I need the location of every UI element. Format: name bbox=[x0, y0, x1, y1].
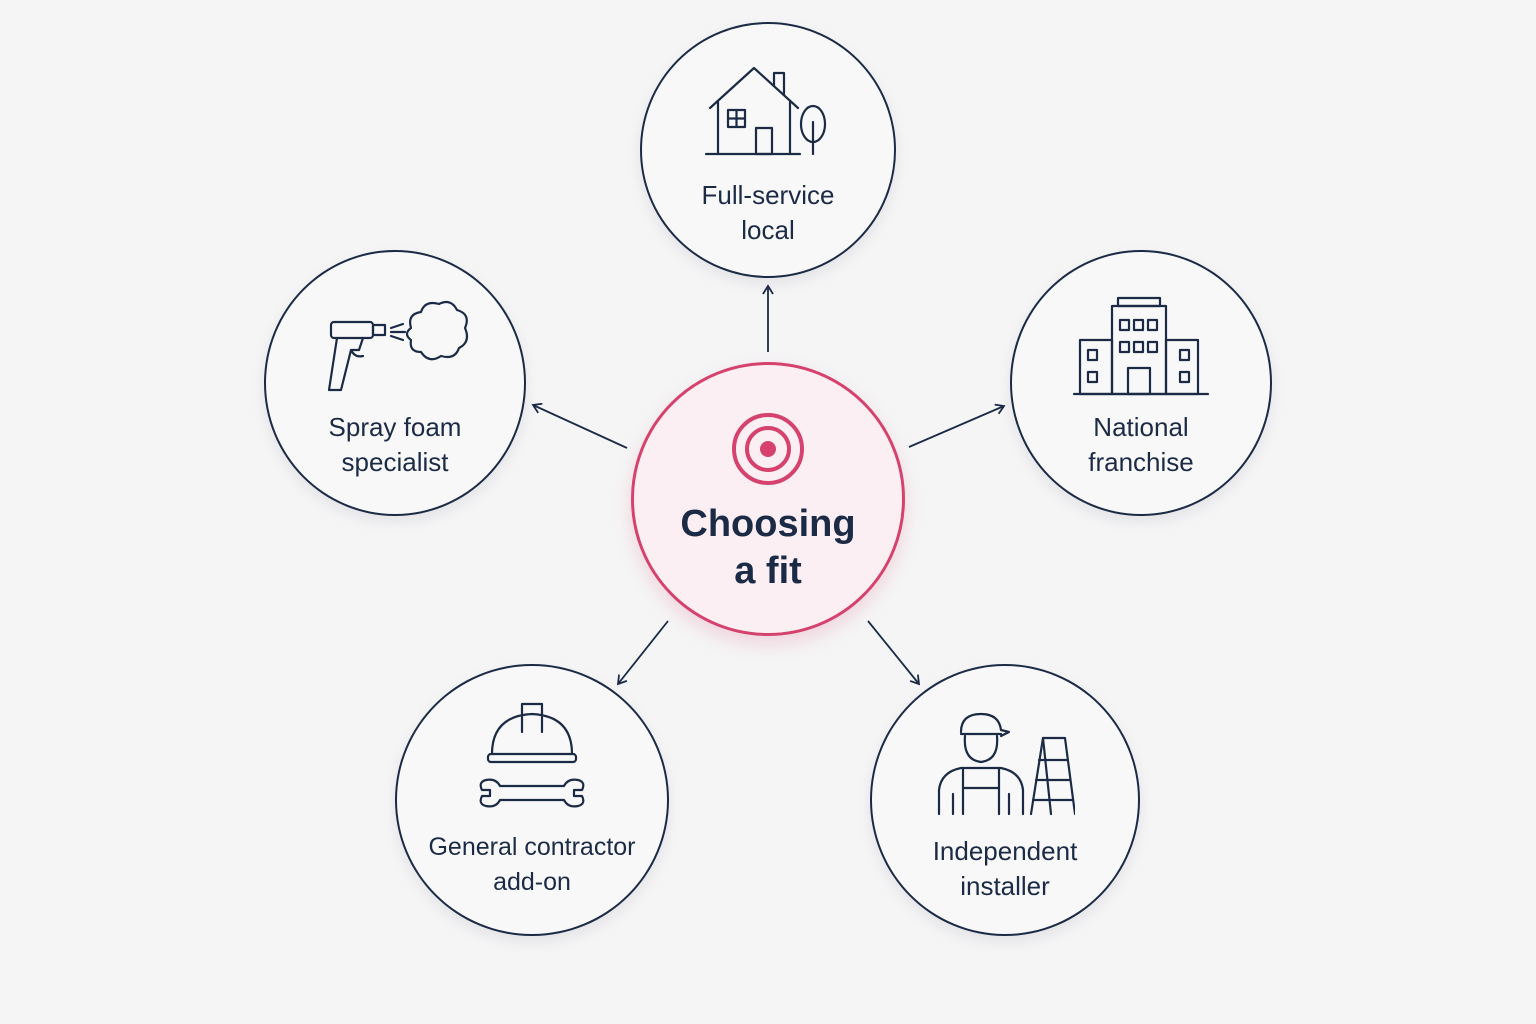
node-national-label: National franchise bbox=[1020, 410, 1262, 480]
independent-label-line-1: Independent bbox=[932, 836, 1078, 866]
center-label-line-2: a fit bbox=[734, 550, 802, 592]
house-tree-icon bbox=[704, 64, 832, 163]
node-spray-foam-label: Spray foam specialist bbox=[274, 410, 516, 480]
node-national-franchise: National franchise bbox=[1010, 250, 1272, 516]
node-spray-foam-specialist: Spray foam specialist bbox=[264, 250, 526, 516]
spray-foam-label-line-2: specialist bbox=[341, 447, 449, 477]
node-full-service-local: Full-service local bbox=[640, 22, 896, 278]
arrow-to-national bbox=[908, 403, 1006, 448]
general-label-line-2: add-on bbox=[493, 868, 571, 896]
spray-foam-label-line-1: Spray foam bbox=[328, 412, 462, 442]
node-general-contractor-add-on: General contractor add-on bbox=[395, 664, 669, 936]
center-label-line-1: Choosing bbox=[680, 503, 856, 545]
node-full-service-label: Full-service local bbox=[650, 178, 886, 248]
hardhat-wrench-icon bbox=[474, 702, 590, 819]
arrow-to-spray-foam bbox=[531, 402, 628, 449]
full-service-label-line-2: local bbox=[741, 215, 795, 245]
arrow-to-independent bbox=[867, 620, 921, 686]
general-label-line-1: General contractor bbox=[428, 833, 636, 861]
spray-gun-icon bbox=[319, 298, 471, 399]
worker-ladder-icon bbox=[935, 710, 1077, 823]
node-independent-label: Independent installer bbox=[880, 834, 1130, 904]
node-general-label: General contractor add-on bbox=[405, 830, 659, 900]
independent-label-line-2: installer bbox=[960, 871, 1050, 901]
center-node: Choosing a fit bbox=[631, 362, 905, 636]
target-icon bbox=[730, 411, 806, 492]
arrow-to-general bbox=[616, 620, 669, 686]
office-building-icon bbox=[1072, 296, 1210, 403]
center-label: Choosing a fit bbox=[642, 501, 894, 595]
national-label-line-2: franchise bbox=[1088, 447, 1194, 477]
full-service-label-line-1: Full-service bbox=[701, 180, 835, 210]
node-independent-installer: Independent installer bbox=[870, 664, 1140, 936]
national-label-line-1: National bbox=[1093, 412, 1189, 442]
